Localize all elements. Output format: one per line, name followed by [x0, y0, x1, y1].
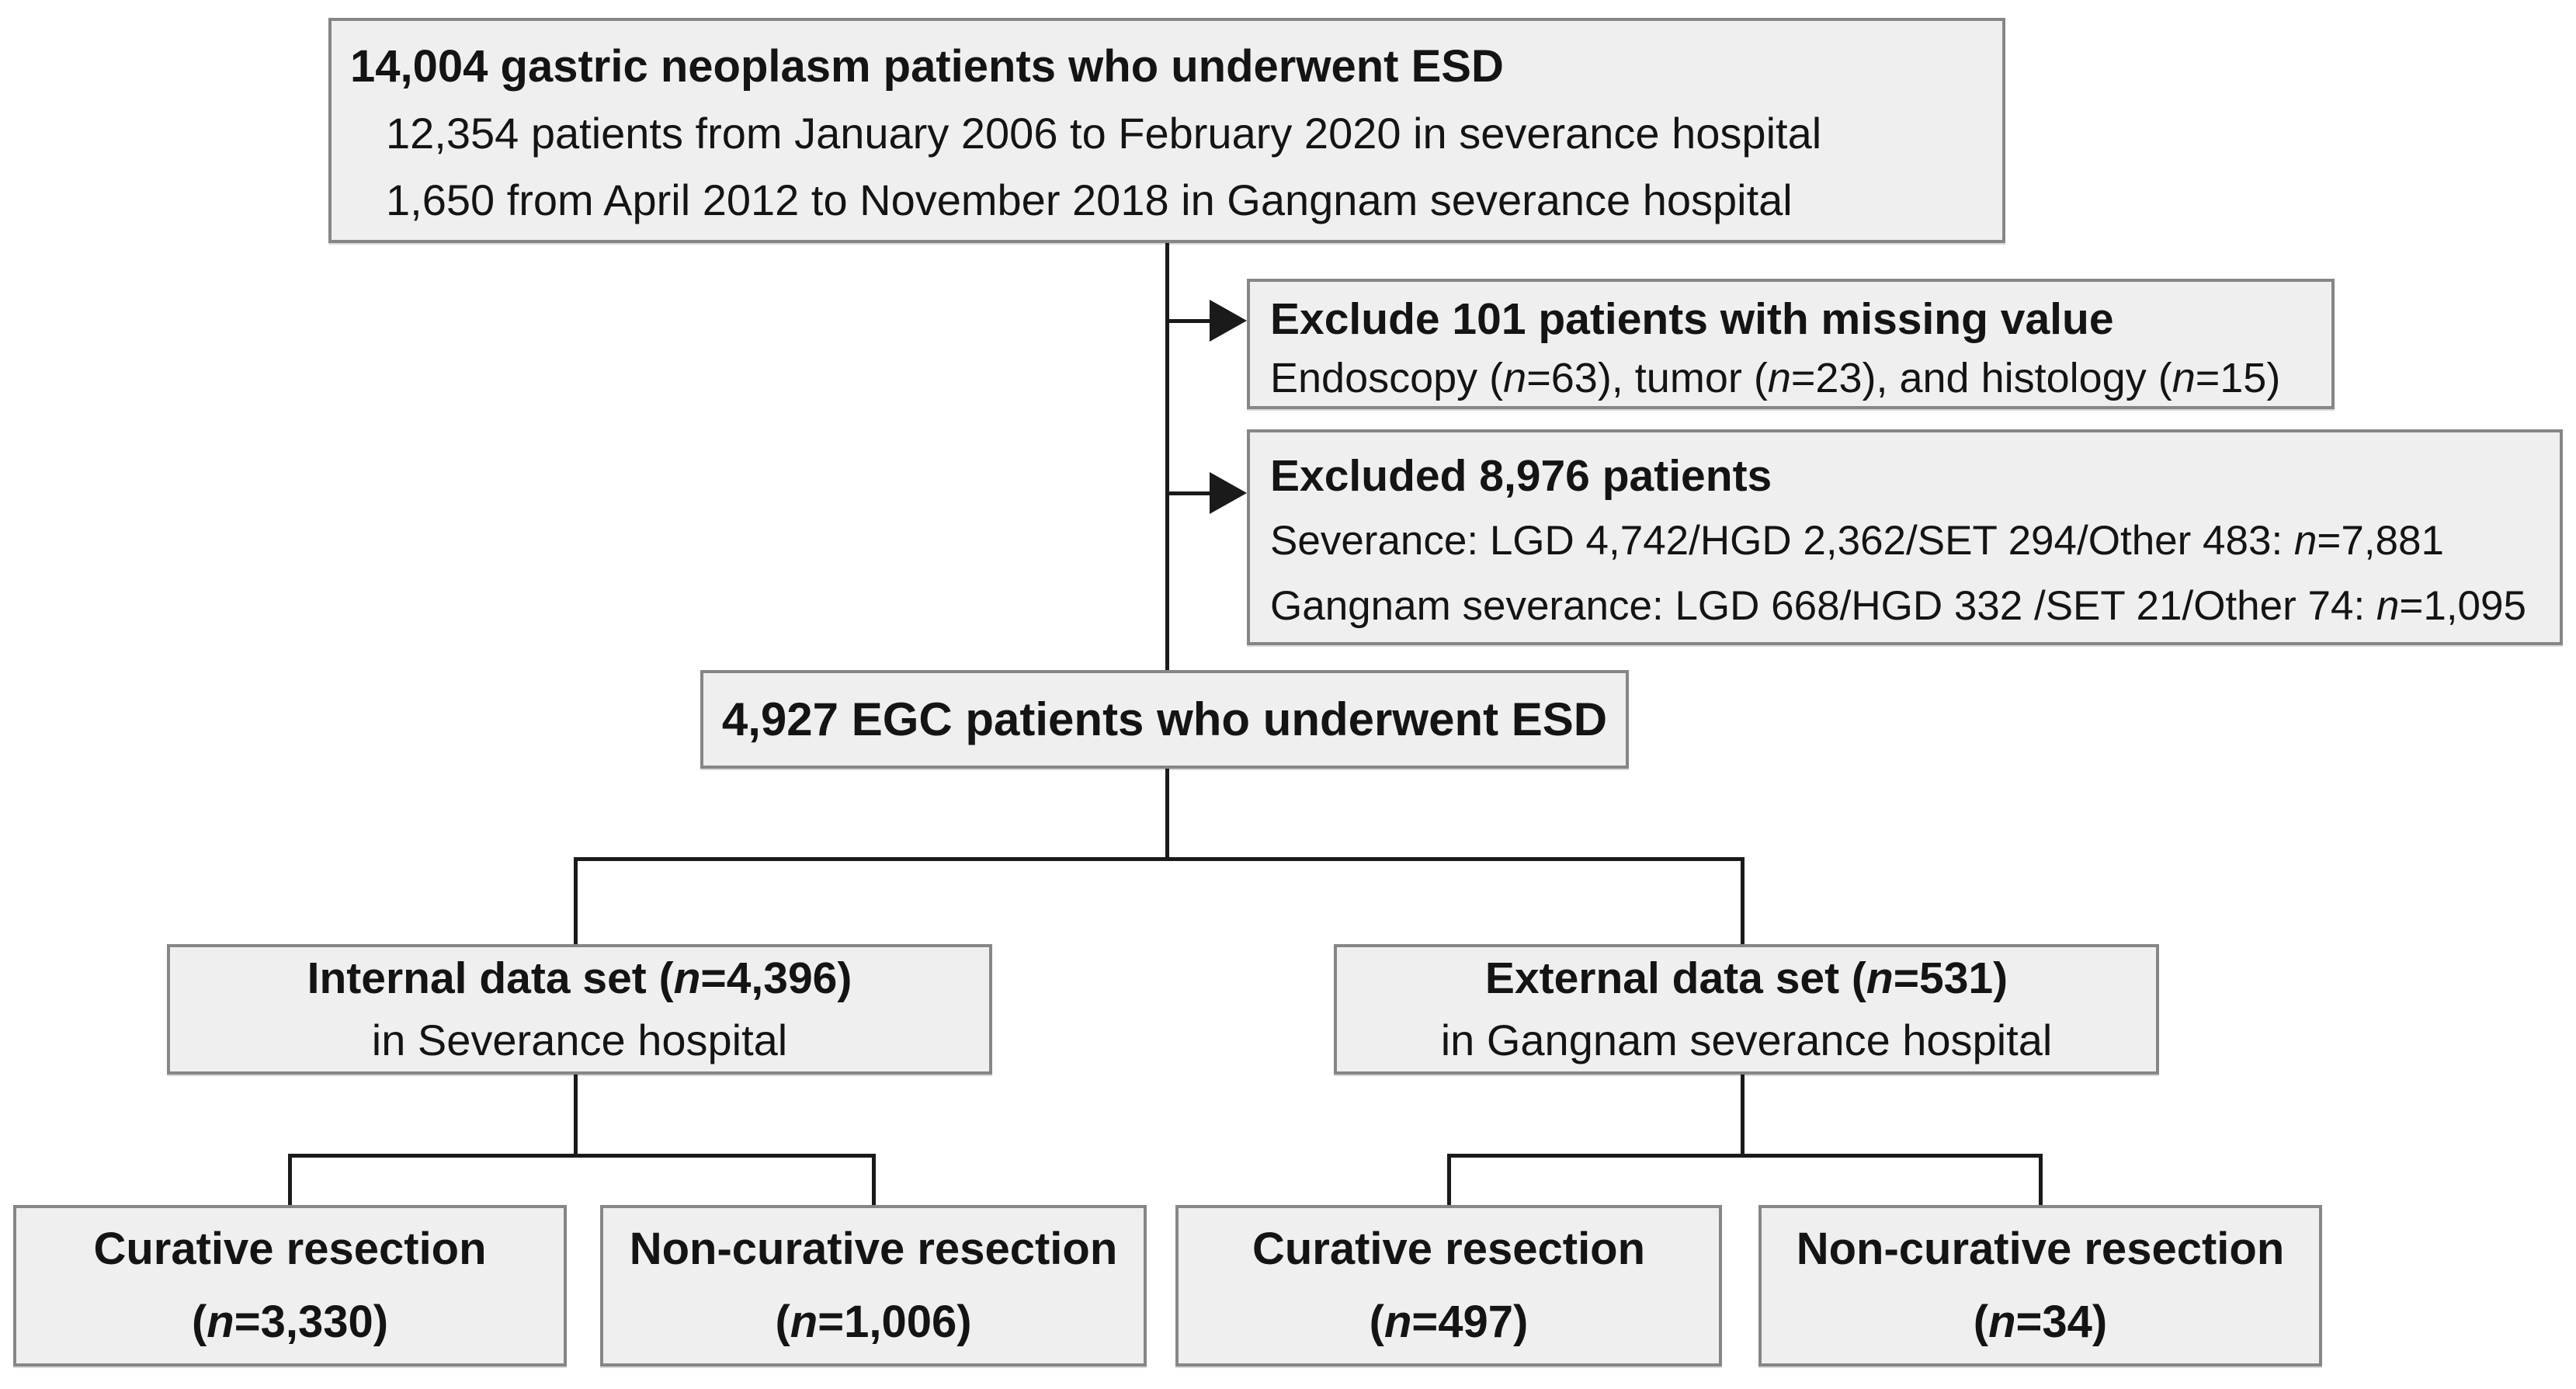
source-detail-severance: 12,354 patients from January 2006 to Feb… [386, 109, 1822, 158]
exclude-missing-title: Exclude 101 patients with missing value [1270, 294, 2114, 344]
connector-internal-down [574, 1073, 578, 1157]
external-curative-title: Curative resection [1252, 1224, 1646, 1274]
internal-noncurative-count: (n=1,006) [775, 1297, 972, 1347]
connector-exclude-missing-arrow [1165, 319, 1213, 323]
internal-dataset-title: Internal data set (n=4,396) [307, 953, 852, 1003]
connector-external-curative-drop [1447, 1154, 1451, 1208]
internal-curative-title: Curative resection [93, 1224, 487, 1274]
connector-split-external-outcomes [1447, 1154, 2043, 1158]
connector-external-down [1741, 1073, 1745, 1157]
egc-title: 4,927 EGC patients who underwent ESD [721, 693, 1608, 745]
external-curative-count: (n=497) [1369, 1297, 1529, 1347]
connector-egc-down [1165, 767, 1169, 860]
excluded-patients-title: Excluded 8,976 patients [1270, 451, 1772, 501]
source-detail-gangnam: 1,650 from April 2012 to November 2018 i… [386, 175, 1793, 224]
internal-curative-count: (n=3,330) [191, 1297, 389, 1347]
connector-exclude-patients-arrow [1165, 491, 1213, 495]
external-noncurative-count: (n=34) [1973, 1297, 2108, 1347]
connector-main-trunk-upper [1165, 241, 1169, 672]
node-source-population: 14,004 gastric neoplasm patients who und… [328, 18, 2005, 243]
node-internal-curative: Curative resection (n=3,330) [13, 1205, 567, 1366]
internal-dataset-subtitle: in Severance hospital [371, 1016, 788, 1064]
node-external-curative: Curative resection (n=497) [1175, 1205, 1722, 1366]
connector-split-datasets [574, 857, 1745, 861]
connector-internal-drop [574, 857, 578, 947]
node-internal-noncurative: Non-curative resection (n=1,006) [600, 1205, 1147, 1366]
node-excluded-patients: Excluded 8,976 patients Severance: LGD 4… [1247, 429, 2563, 645]
connector-external-noncurative-drop [2039, 1154, 2043, 1208]
node-external-noncurative: Non-curative resection (n=34) [1758, 1205, 2322, 1366]
connector-external-drop [1741, 857, 1745, 947]
arrowhead-exclude-patients [1210, 472, 1247, 514]
external-dataset-title: External data set (n=531) [1484, 953, 2008, 1003]
connector-internal-curative-drop [288, 1154, 292, 1208]
exclude-missing-detail: Endoscopy (n=63), tumor (n=23), and hist… [1270, 355, 2281, 401]
external-noncurative-title: Non-curative resection [1796, 1224, 2285, 1274]
arrowhead-exclude-missing [1210, 300, 1247, 342]
excluded-gangnam-detail: Gangnam severance: LGD 668/HGD 332 /SET … [1270, 583, 2526, 629]
node-external-dataset: External data set (n=531) in Gangnam sev… [1334, 944, 2159, 1075]
node-exclude-missing: Exclude 101 patients with missing value … [1247, 279, 2335, 409]
excluded-severance-detail: Severance: LGD 4,742/HGD 2,362/SET 294/O… [1270, 518, 2444, 564]
connector-internal-noncurative-drop [872, 1154, 876, 1208]
source-title: 14,004 gastric neoplasm patients who und… [350, 41, 1504, 92]
connector-split-internal-outcomes [288, 1154, 876, 1158]
node-egc-cohort: 4,927 EGC patients who underwent ESD [700, 670, 1629, 769]
node-internal-dataset: Internal data set (n=4,396) in Severance… [167, 944, 992, 1075]
internal-noncurative-title: Non-curative resection [629, 1224, 1118, 1274]
external-dataset-subtitle: in Gangnam severance hospital [1440, 1016, 2053, 1064]
